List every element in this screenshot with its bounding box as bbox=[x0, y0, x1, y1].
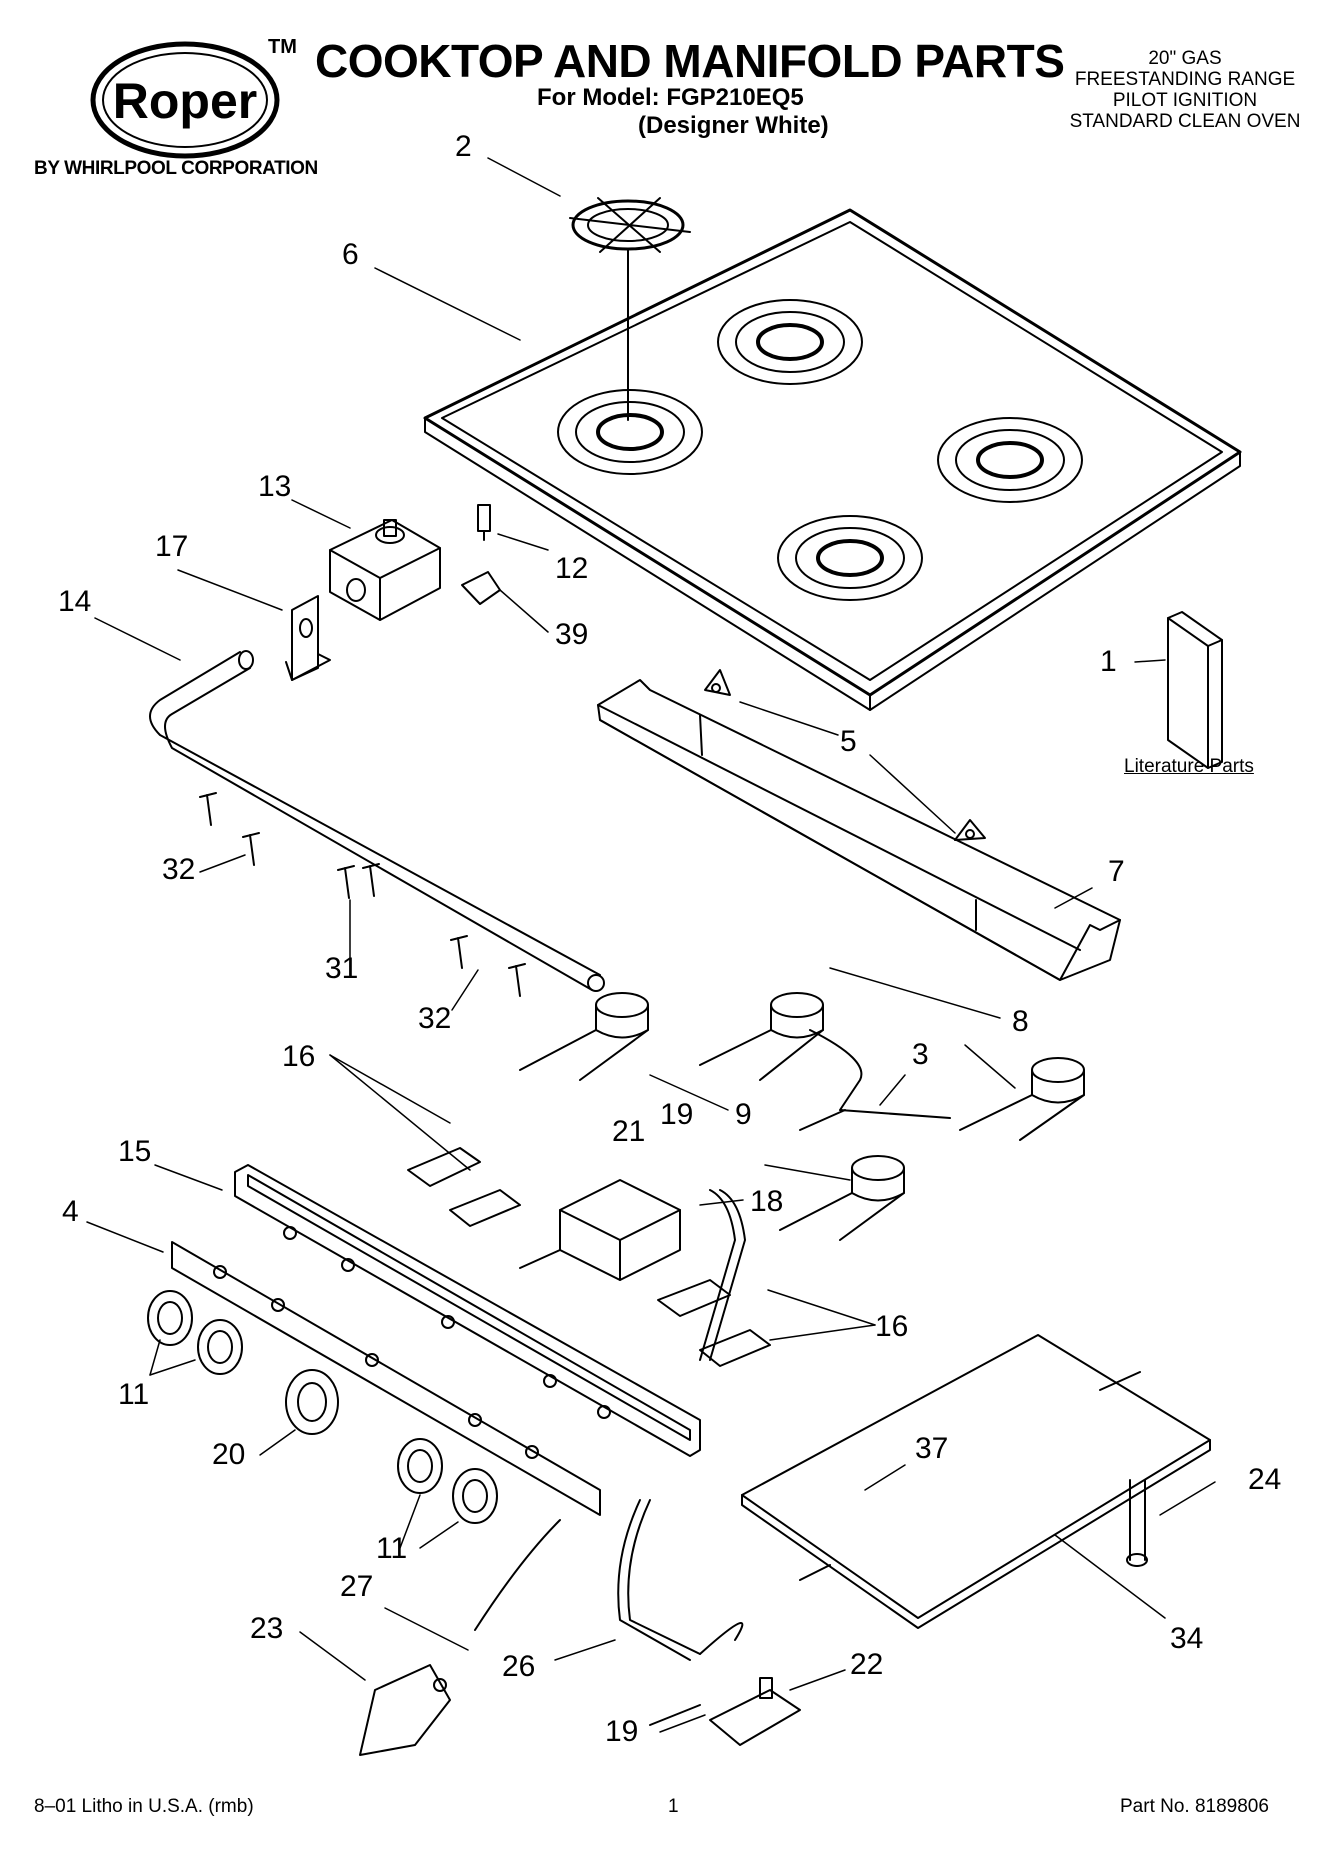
callout-15: 15 bbox=[118, 1135, 152, 1168]
callout-11b: 11 bbox=[376, 1532, 408, 1565]
gas-tubing bbox=[699, 1189, 746, 1361]
callout-6: 6 bbox=[342, 238, 359, 271]
callout-32: 32 bbox=[162, 853, 196, 886]
literature-parts-label: Literature Parts bbox=[1124, 756, 1254, 777]
callout-27: 27 bbox=[340, 1570, 374, 1603]
manufacturer-byline: BY WHIRLPOOL CORPORATION bbox=[34, 158, 318, 179]
orifice-hood-small bbox=[704, 669, 986, 841]
callout-4: 4 bbox=[62, 1195, 79, 1228]
callout-1: 1 bbox=[1100, 645, 1117, 678]
callout-24: 24 bbox=[1248, 1463, 1282, 1496]
page-title: COOKTOP AND MANIFOLD PARTS bbox=[315, 35, 1065, 87]
callout-17: 17 bbox=[155, 530, 189, 563]
heat-shield bbox=[741, 1334, 1211, 1629]
control-panel bbox=[171, 1226, 611, 1516]
regulator-bracket bbox=[285, 595, 331, 681]
spec-line: STANDARD CLEAN OVEN bbox=[1069, 111, 1301, 132]
callout-20: 20 bbox=[212, 1438, 246, 1471]
spec-line: FREESTANDING RANGE bbox=[1074, 69, 1296, 90]
callout-5: 5 bbox=[840, 725, 857, 758]
callout-19: 19 bbox=[660, 1098, 694, 1131]
spec-block: 20" GAS FREESTANDING RANGE PILOT IGNITIO… bbox=[1050, 48, 1320, 132]
callout-22: 22 bbox=[850, 1648, 884, 1681]
burner-support-bracket bbox=[597, 679, 1121, 981]
roper-logo: Roper bbox=[90, 40, 280, 165]
burner-rear-right bbox=[699, 992, 824, 1081]
trademark-mark: TM bbox=[268, 36, 297, 58]
pilot-fitting bbox=[461, 504, 501, 605]
model-variant: (Designer White) bbox=[638, 112, 829, 139]
spec-line: 20" GAS bbox=[1148, 48, 1222, 69]
callout-32b: 32 bbox=[418, 1002, 452, 1035]
callout-16b: 16 bbox=[875, 1310, 909, 1343]
cooktop-panel bbox=[423, 208, 1242, 711]
callout-39: 39 bbox=[555, 618, 589, 651]
callout-21: 21 bbox=[612, 1115, 646, 1148]
literature-parts-booklet bbox=[1167, 611, 1223, 769]
callout-23: 23 bbox=[250, 1612, 284, 1645]
oven-safety-valve bbox=[519, 1179, 681, 1281]
pilot-tubing bbox=[474, 1499, 744, 1661]
burner-grate bbox=[569, 197, 691, 421]
callout-9: 9 bbox=[735, 1098, 752, 1131]
model-line: For Model: FGP210EQ5 bbox=[537, 84, 804, 111]
oven-thermostat bbox=[359, 1664, 451, 1756]
burner-ring-left-front bbox=[777, 515, 923, 601]
brand-wordmark: Roper bbox=[113, 73, 257, 129]
callout-16: 16 bbox=[282, 1040, 316, 1073]
oven-pilot-assembly bbox=[649, 1677, 801, 1746]
spec-line: PILOT IGNITION bbox=[1112, 90, 1258, 111]
callout-37: 37 bbox=[915, 1432, 949, 1465]
control-knobs bbox=[147, 1290, 498, 1524]
part-number: Part No. 8189806 bbox=[1120, 1796, 1269, 1817]
callout-26: 26 bbox=[502, 1650, 536, 1683]
pressure-regulator bbox=[329, 519, 441, 621]
footer-print-info: 8–01 Litho in U.S.A. (rmb) bbox=[34, 1796, 254, 1817]
broil-pilot-burner bbox=[1126, 1479, 1148, 1567]
manifold-pipe bbox=[149, 650, 605, 992]
callout-13: 13 bbox=[258, 470, 292, 503]
callout-7: 7 bbox=[1108, 855, 1125, 888]
callout-2: 2 bbox=[455, 130, 472, 163]
callout-19b: 19 bbox=[605, 1715, 639, 1748]
manifold-panel bbox=[234, 1164, 701, 1457]
burner-rear-left bbox=[519, 992, 649, 1081]
callout-14: 14 bbox=[58, 585, 92, 618]
callout-31: 31 bbox=[325, 952, 359, 985]
burner-ring-right-rear bbox=[717, 299, 863, 385]
callout-8: 8 bbox=[1012, 1005, 1029, 1038]
burner-front-right bbox=[959, 1057, 1085, 1141]
mounting-screws bbox=[199, 792, 526, 997]
callout-34: 34 bbox=[1170, 1622, 1204, 1655]
page-number: 1 bbox=[668, 1796, 679, 1817]
burner-ring-left-rear bbox=[557, 389, 703, 475]
pilot-thermocouple bbox=[799, 1029, 951, 1131]
burner-ring-right-front bbox=[937, 417, 1083, 503]
callout-3: 3 bbox=[912, 1038, 929, 1071]
burner-front-left bbox=[779, 1155, 905, 1241]
callout-12: 12 bbox=[555, 552, 589, 585]
callout-leaders bbox=[86, 157, 1216, 1733]
burner-assemblies bbox=[519, 992, 1085, 1241]
callout-11: 11 bbox=[118, 1378, 150, 1411]
callout-18: 18 bbox=[750, 1185, 784, 1218]
